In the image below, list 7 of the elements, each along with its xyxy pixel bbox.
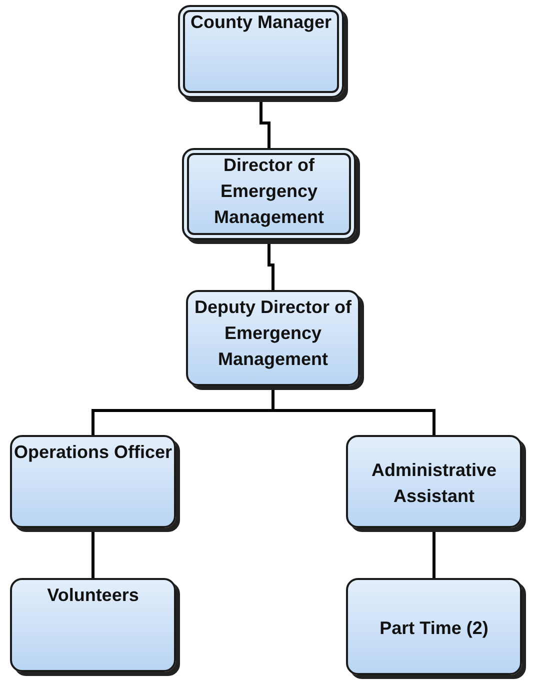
role-title: Volunteers bbox=[47, 584, 139, 607]
role-title: Part Time (2) bbox=[380, 616, 488, 640]
role-title: County Manager bbox=[190, 11, 332, 34]
role-title: Administrative Assistant bbox=[370, 458, 498, 508]
role-title: Director of Emergency Management bbox=[212, 154, 326, 229]
role-title: Operations Officer bbox=[14, 441, 172, 464]
role-title: Deputy Director of Emergency Management bbox=[193, 296, 353, 371]
